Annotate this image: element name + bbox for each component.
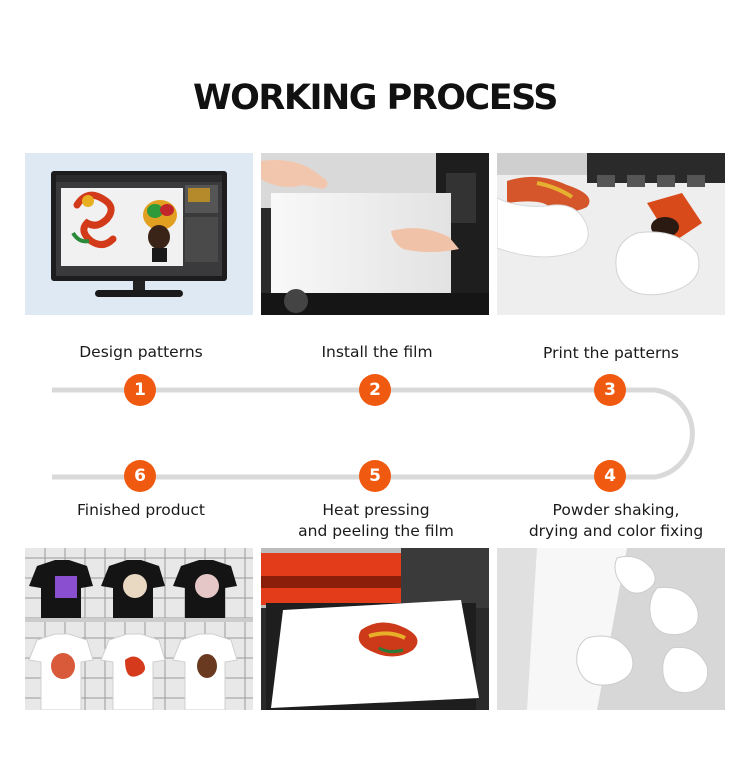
film-install-image xyxy=(261,153,489,315)
step-1-number: 1 xyxy=(124,374,156,406)
step-4-label-line1: Powder shaking, xyxy=(552,501,680,519)
step-6-number: 6 xyxy=(124,460,156,492)
step-4-label: Powder shaking, drying and color fixing xyxy=(501,500,731,542)
process-flow: 1 2 3 4 5 6 xyxy=(0,360,750,500)
step-2-number: 2 xyxy=(359,374,391,406)
powder-shaking-image xyxy=(497,548,725,710)
step-4-number: 4 xyxy=(594,460,626,492)
step-3-label: Print the patterns xyxy=(543,344,679,362)
page-title: WORKING PROCESS xyxy=(193,78,558,118)
step-1-label: Design patterns xyxy=(79,343,203,361)
step-5-label-line1: Heat pressing xyxy=(322,501,430,519)
step-6-label: Finished product xyxy=(76,501,206,519)
tshirts-product-image xyxy=(25,548,253,710)
step-4-label-line2: drying and color fixing xyxy=(528,522,704,540)
printing-image xyxy=(497,153,725,315)
heat-press-image xyxy=(261,548,489,710)
step-5-label-line2: and peeling the film xyxy=(298,522,454,540)
monitor-design-image xyxy=(25,153,253,315)
step-5-number: 5 xyxy=(359,460,391,492)
step-5-label: Heat pressing and peeling the film xyxy=(261,500,491,542)
step-3-number: 3 xyxy=(594,374,626,406)
step-2-label: Install the film xyxy=(321,343,433,361)
